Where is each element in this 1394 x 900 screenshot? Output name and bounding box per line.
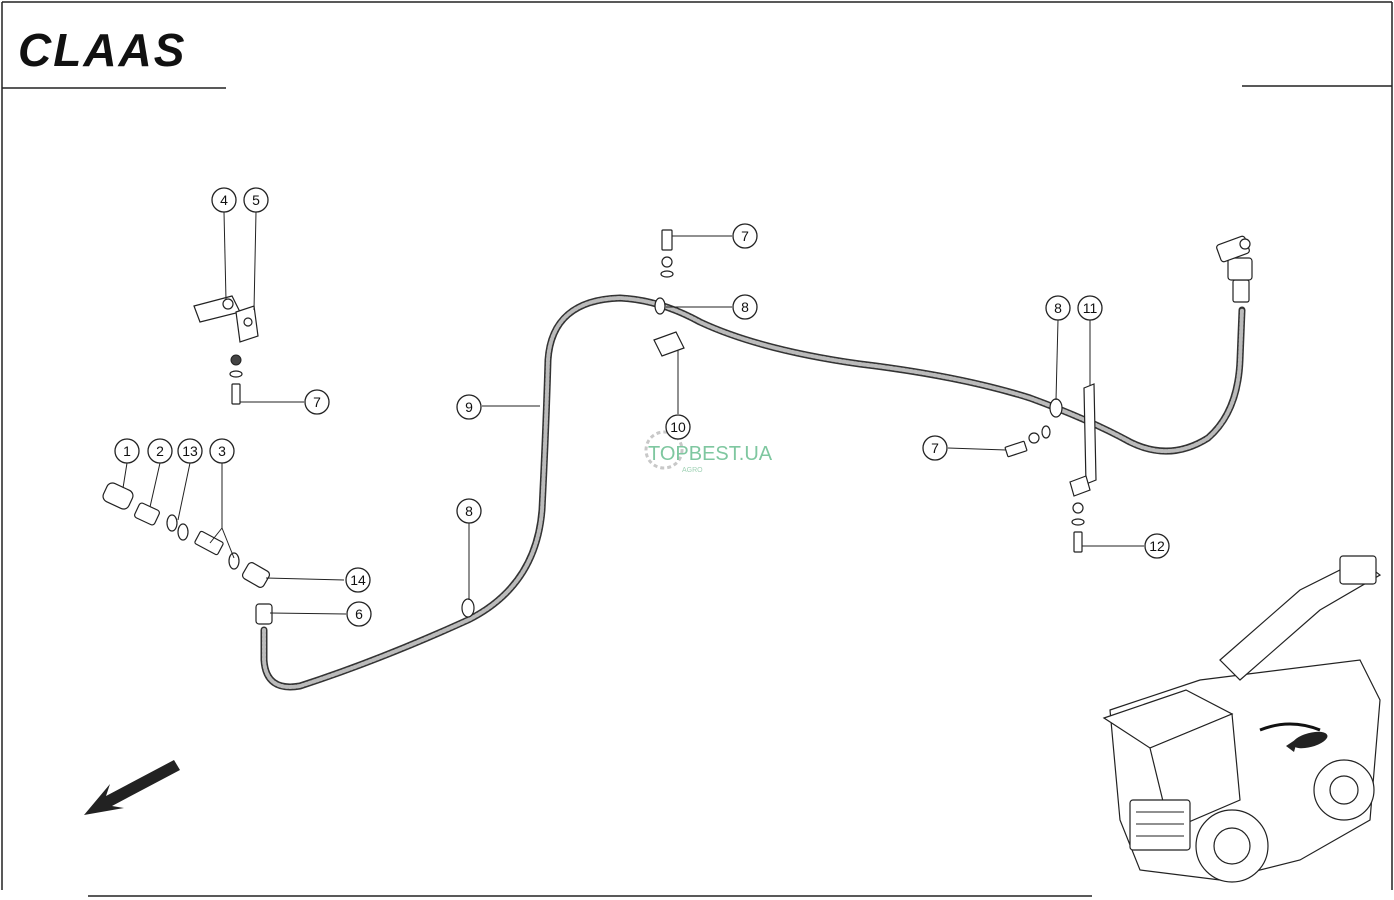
callout-label: 8 <box>1054 300 1062 316</box>
callout-4: 4 <box>211 187 237 213</box>
callout-7-right: 7 <box>922 435 948 461</box>
hose-end-fitting <box>1216 235 1253 303</box>
callout-2: 2 <box>147 438 173 464</box>
callout-6: 6 <box>346 601 372 627</box>
bracket-top-left <box>193 295 259 405</box>
direction-arrow-icon <box>84 760 180 815</box>
watermark: TOPBEST.UA AGRO <box>644 430 773 474</box>
callout-label: 7 <box>931 440 939 456</box>
callout-8-top: 8 <box>732 294 758 320</box>
callout-7-left: 7 <box>304 389 330 415</box>
claas-logo: CLAAS <box>18 24 186 76</box>
callout-11: 11 <box>1077 295 1103 321</box>
callout-14: 14 <box>345 567 371 593</box>
callout-8-right: 8 <box>1045 295 1071 321</box>
callout-label: 7 <box>313 394 321 410</box>
watermark-sub: AGRO <box>682 467 703 474</box>
callout-10: 10 <box>665 414 691 440</box>
callout-9: 9 <box>456 394 482 420</box>
callout-label: 12 <box>1149 538 1165 554</box>
callout-label: 9 <box>465 399 473 415</box>
callout-8-lower: 8 <box>456 498 482 524</box>
gear-icon <box>644 430 684 470</box>
callout-1: 1 <box>114 438 140 464</box>
callout-label: 13 <box>182 443 198 459</box>
clamp-lower <box>461 598 475 618</box>
forage-harvester-illustration <box>1102 555 1382 883</box>
callout-5: 5 <box>243 187 269 213</box>
logo-text: CLAAS <box>18 24 186 76</box>
callout-label: 11 <box>1083 300 1098 316</box>
callout-3: 3 <box>209 438 235 464</box>
callout-13: 13 <box>177 438 203 464</box>
callout-label: 8 <box>465 503 473 519</box>
callout-label: 6 <box>355 606 363 622</box>
callout-label: 3 <box>218 443 226 459</box>
callout-7-top: 7 <box>732 223 758 249</box>
callout-label: 8 <box>741 299 749 315</box>
watermark-text: TOPBEST.UA <box>648 443 773 465</box>
callout-label: 5 <box>252 192 260 208</box>
callout-label: 7 <box>741 228 749 244</box>
callout-label: 1 <box>123 443 131 459</box>
hose-assembly <box>260 294 1246 691</box>
callout-12: 12 <box>1144 533 1170 559</box>
clamp-top <box>653 229 685 357</box>
callout-label: 10 <box>670 419 686 435</box>
callout-label: 14 <box>350 572 366 588</box>
callout-label: 4 <box>220 192 228 208</box>
bracket-right <box>1004 383 1097 553</box>
callout-label: 2 <box>156 443 164 459</box>
leader-lines <box>122 211 1144 615</box>
left-fittings <box>102 482 273 625</box>
